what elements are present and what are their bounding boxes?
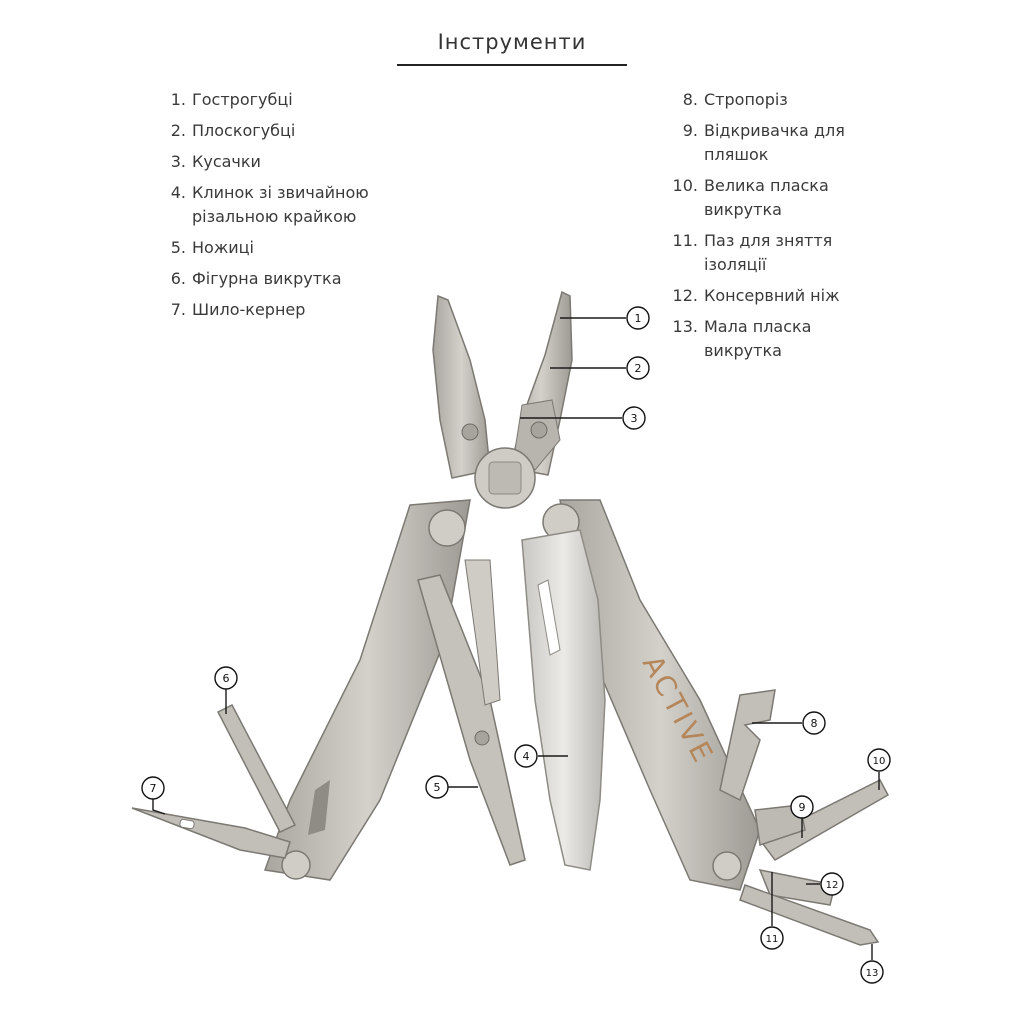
can-opener: [758, 868, 836, 906]
tools-list-left: 1.Гострогубці 2.Плоскогубці 3.Кусачки 4.…: [166, 88, 406, 329]
callout-5: 5: [425, 775, 449, 799]
callout-3: 3: [622, 406, 646, 430]
callout-13: 13: [860, 960, 884, 984]
tools-list-right: 8.Стропоріз 9.Відкривачка для пляшок 10.…: [670, 88, 880, 370]
left-handle: [263, 499, 471, 881]
svg-text:6: 6: [223, 672, 230, 685]
svg-text:12: 12: [826, 880, 839, 891]
callout-7: 7: [141, 776, 165, 800]
callout-leaders: [152, 317, 880, 960]
callout-12: 12: [820, 872, 844, 896]
jaw-screw: [530, 421, 548, 439]
svg-text:10: 10: [873, 756, 886, 767]
list-item: 8.Стропоріз: [682, 90, 788, 109]
scissors-blade: [464, 559, 501, 706]
callout-10: 10: [867, 748, 891, 772]
list-item: 2.Плоскогубці: [170, 121, 296, 140]
callout-2: 2: [626, 356, 650, 380]
scissors: [417, 574, 526, 866]
callout-4: 4: [514, 744, 538, 768]
callout-8: 8: [802, 711, 826, 735]
svg-text:13: 13: [866, 968, 879, 979]
leader-7: [152, 799, 166, 815]
callout-9: 9: [790, 795, 814, 819]
jaw-screw: [461, 423, 479, 441]
svg-text:7: 7: [150, 782, 157, 795]
callout-11: 11: [760, 926, 784, 950]
svg-text:2: 2: [635, 362, 642, 375]
blade-thumb-slot: [537, 579, 561, 656]
svg-text:3: 3: [631, 412, 638, 425]
list-item: 11.Паз для зняття ізоляції: [672, 231, 833, 274]
svg-text:11: 11: [766, 934, 779, 945]
knife-blade: [521, 529, 606, 871]
scissors-screw: [474, 730, 490, 746]
list-item: 5.Ножиці: [170, 238, 254, 257]
left-handle-slot: [308, 780, 330, 835]
pliers-left-jaw: [432, 294, 491, 479]
awl: [131, 807, 291, 859]
callout-6: 6: [214, 666, 238, 690]
awl-eye: [179, 818, 195, 830]
svg-text:1: 1: [635, 312, 642, 325]
list-item: 13.Мала пласка викрутка: [672, 317, 812, 360]
list-item: 4.Клинок зі звичайною різальною крайкою: [170, 183, 369, 226]
small-flat-screwdriver: [739, 884, 880, 946]
list-item: 1.Гострогубці: [170, 90, 293, 109]
list-item: 6.Фігурна викрутка: [170, 269, 342, 288]
list-item: 12.Консервний ніж: [672, 286, 840, 305]
strap-cutter: [719, 689, 776, 802]
callout-1: 1: [626, 306, 650, 330]
left-bottom-screw: [281, 850, 311, 880]
phillips-screwdriver: [216, 704, 297, 833]
left-pivot-screw: [428, 509, 466, 547]
svg-text:4: 4: [523, 750, 530, 763]
title-underline: [397, 64, 627, 66]
svg-text:9: 9: [799, 801, 806, 814]
large-flat-screwdriver: [758, 779, 890, 861]
list-item: 7.Шило-кернер: [170, 300, 306, 319]
list-item: 9.Відкривачка для пляшок: [682, 121, 845, 164]
right-handle: [559, 499, 761, 891]
callout-markers: 1 2 3 4 5 6 7 8 9 10 11 12 13: [141, 306, 891, 984]
pivot-plate: [488, 461, 522, 495]
svg-text:5: 5: [434, 781, 441, 794]
list-item: 10.Велика пласка викрутка: [672, 176, 829, 219]
page-title: Інструменти: [437, 30, 587, 54]
right-bottom-screw: [712, 851, 742, 881]
svg-text:8: 8: [811, 717, 818, 730]
bottle-opener: [754, 804, 806, 846]
list-item: 3.Кусачки: [170, 152, 261, 171]
